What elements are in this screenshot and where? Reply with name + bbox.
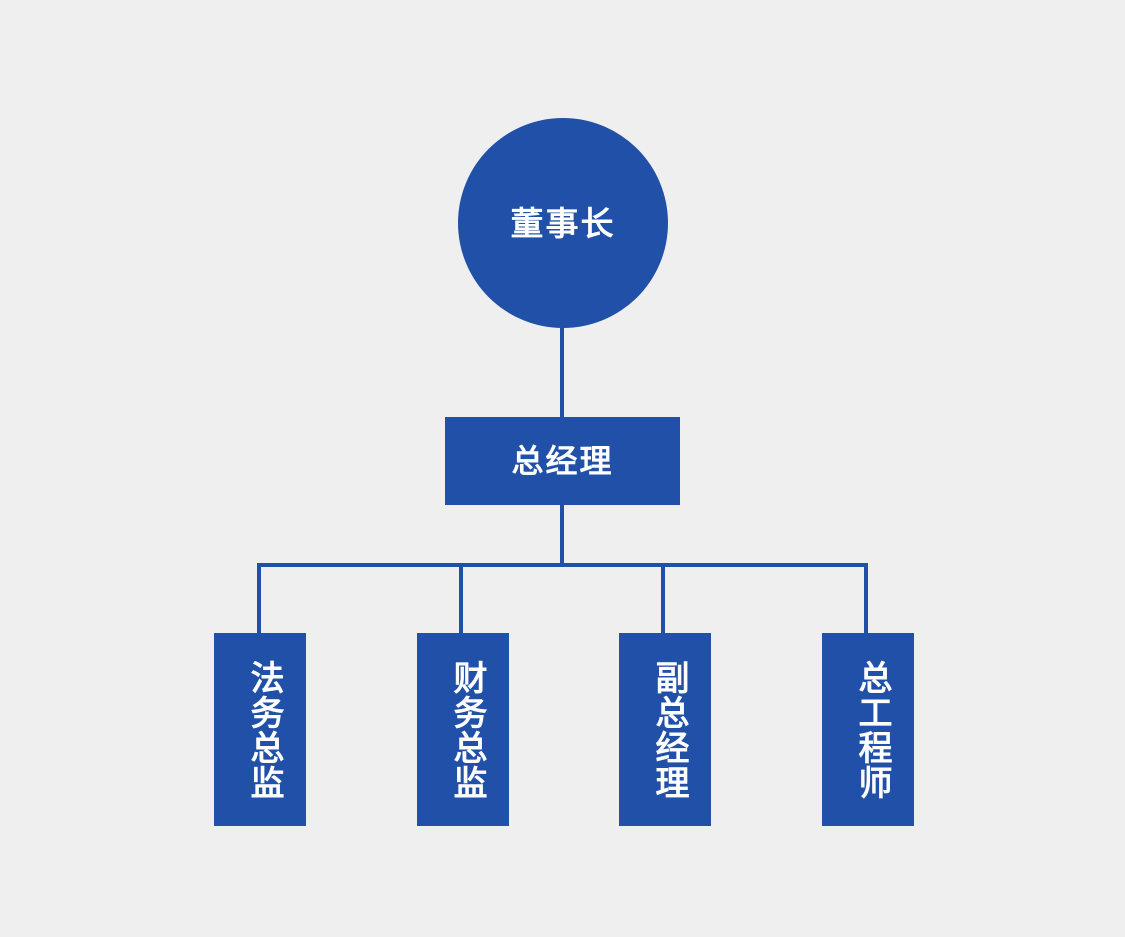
node-legal-director[interactable]: 法务总监: [214, 633, 306, 826]
node-chief-engineer-label: 总工程师: [853, 659, 892, 800]
node-general-manager-label: 总经理: [511, 443, 614, 479]
connector-drop-legal: [257, 563, 261, 635]
connector-drop-finance: [459, 563, 463, 635]
node-deputy-general-manager-label: 副总经理: [650, 659, 689, 800]
node-chairman-label: 董事长: [510, 204, 616, 242]
node-finance-director[interactable]: 财务总监: [417, 633, 509, 826]
connector-drop-deputy-gm: [661, 563, 665, 635]
node-chairman[interactable]: 董事长: [458, 118, 668, 328]
connector-root-to-gm: [560, 326, 564, 419]
node-chief-engineer[interactable]: 总工程师: [822, 633, 914, 826]
node-deputy-general-manager[interactable]: 副总经理: [619, 633, 711, 826]
connector-horizontal-bus: [257, 563, 868, 567]
connector-drop-chief-engineer: [864, 563, 868, 635]
node-legal-director-label: 法务总监: [245, 659, 284, 800]
node-general-manager[interactable]: 总经理: [445, 417, 680, 505]
connector-gm-to-bus: [560, 503, 564, 567]
node-finance-director-label: 财务总监: [448, 659, 487, 800]
